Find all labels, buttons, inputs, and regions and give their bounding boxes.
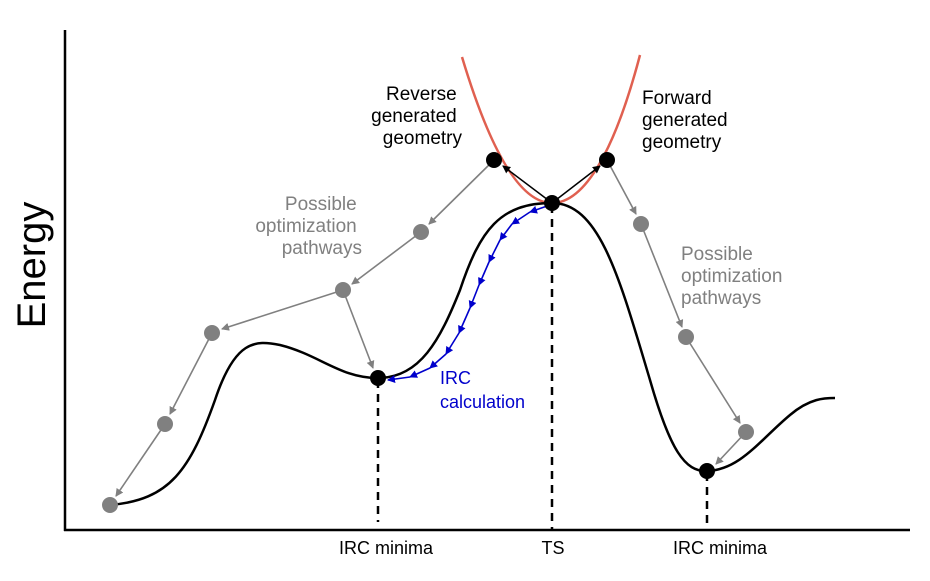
tick-label-ts: TS: [541, 538, 564, 558]
forward-geometry-label: Forward generated geometry: [642, 88, 733, 153]
irc-label: IRC calculation: [440, 368, 525, 412]
reverse-geometry-label: Reverse generated geometry: [371, 84, 462, 149]
forward-arrow: [551, 165, 601, 204]
pathways-label-left: Possible optimization pathways: [255, 194, 362, 259]
irc-arrows: [387, 204, 551, 384]
energy-curve: [109, 201, 836, 507]
pathways-label-right: Possible optimization pathways: [681, 244, 788, 309]
pathway-points: [102, 216, 754, 513]
y-axis-label: Energy: [10, 202, 54, 329]
key-points: [370, 152, 715, 479]
tick-label-left-min: IRC minima: [339, 538, 434, 558]
reverse-arrow: [502, 165, 553, 204]
ts-parabola: [460, 54, 642, 205]
optimization-pathway-arrows: [115, 159, 747, 497]
tick-label-right-min: IRC minima: [673, 538, 768, 558]
